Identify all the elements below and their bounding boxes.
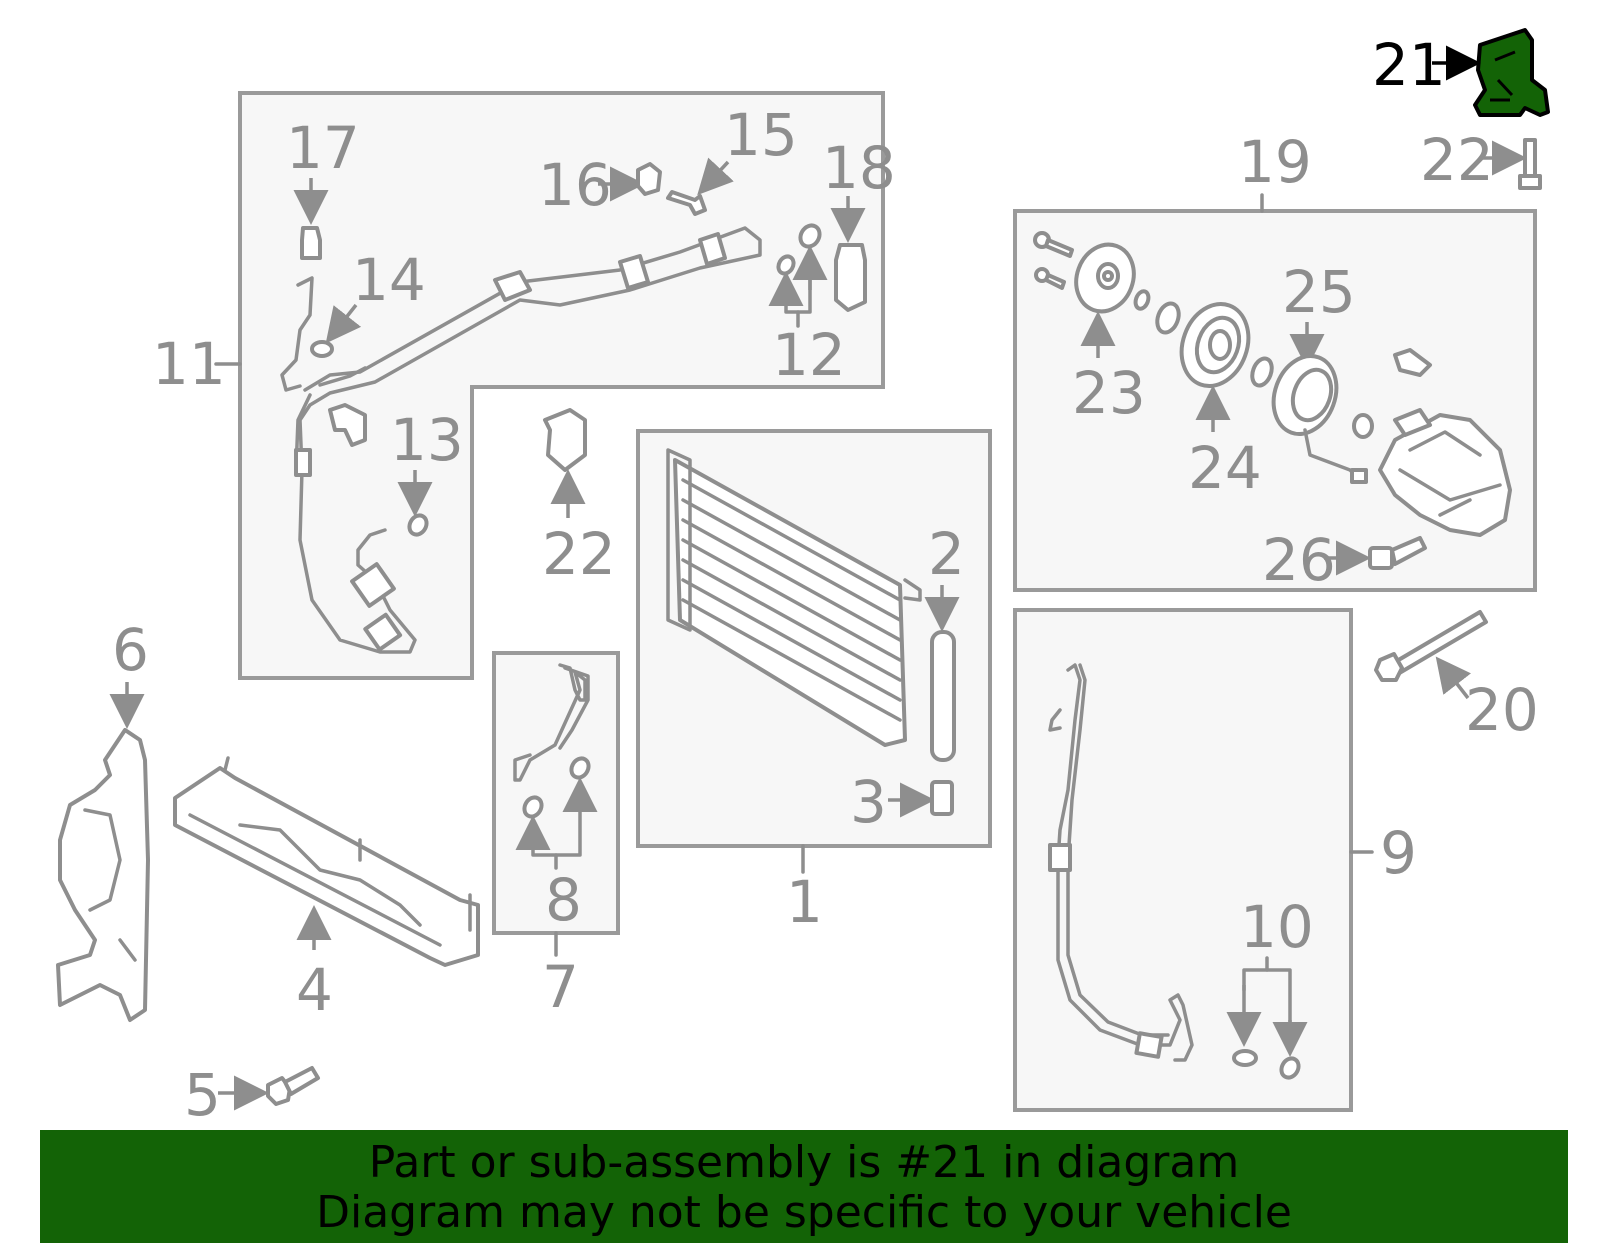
callout-6[interactable]: 6 (112, 616, 149, 684)
callout-17[interactable]: 17 (286, 114, 360, 182)
callout-11[interactable]: 11 (152, 330, 226, 398)
callout-9[interactable]: 9 (1380, 819, 1417, 887)
group-box-11 (238, 91, 885, 680)
snap-ring-part-23b[interactable] (1153, 300, 1182, 335)
clutch-plate-part-23[interactable] (1067, 236, 1143, 319)
ac-hose-part-9[interactable] (1048, 663, 1194, 1062)
o-ring-part-14[interactable] (310, 340, 334, 358)
callout-1[interactable]: 1 (786, 868, 823, 936)
plug-part-3[interactable] (930, 780, 954, 816)
compressor-part-19[interactable] (1378, 408, 1512, 537)
bolt-part-20[interactable] (1374, 610, 1488, 682)
callout-19[interactable]: 19 (1238, 128, 1312, 196)
callout-4[interactable]: 4 (296, 956, 333, 1024)
bolt-part-15[interactable] (666, 190, 707, 216)
callout-22-top[interactable]: 22 (1420, 126, 1494, 194)
ac-hose-part-11[interactable] (280, 226, 762, 654)
callout-13[interactable]: 13 (390, 406, 464, 474)
callout-18[interactable]: 18 (822, 134, 896, 202)
spacer-part-25b[interactable] (1352, 413, 1374, 439)
callout-23[interactable]: 23 (1072, 359, 1146, 427)
callout-8[interactable]: 8 (545, 866, 582, 934)
callout-21[interactable]: 21 (1372, 31, 1446, 99)
air-guide-part-4[interactable] (173, 756, 480, 967)
callout-14[interactable]: 14 (352, 246, 426, 314)
filter-part-18[interactable] (834, 243, 867, 312)
callout-7[interactable]: 7 (542, 953, 579, 1021)
bolt-part-19a[interactable] (1033, 231, 1074, 258)
receiver-drier-part-2[interactable] (930, 630, 956, 762)
sensor-part-26[interactable] (1368, 536, 1427, 570)
pulley-part-24[interactable] (1171, 295, 1260, 396)
o-ring-part-13[interactable] (406, 512, 430, 537)
callout-10[interactable]: 10 (1240, 893, 1314, 961)
callout-22-mid[interactable]: 22 (542, 520, 616, 588)
o-ring-part-10a[interactable] (1232, 1049, 1258, 1067)
o-ring-part-10b[interactable] (1278, 1055, 1302, 1080)
bracket-part-21[interactable] (1473, 28, 1550, 117)
callout-2[interactable]: 2 (928, 520, 965, 588)
callout-5[interactable]: 5 (184, 1061, 221, 1129)
o-ring-part-8a[interactable] (568, 755, 592, 780)
air-guide-part-6[interactable] (56, 728, 150, 1022)
callout-20[interactable]: 20 (1465, 676, 1539, 744)
pipe-part-7[interactable] (513, 663, 590, 782)
bolt-part-19b[interactable] (1034, 267, 1066, 290)
callout-15[interactable]: 15 (724, 101, 798, 169)
bracket-small-part-19[interactable] (1393, 348, 1432, 377)
callout-3[interactable]: 3 (850, 768, 887, 836)
cap-part-16[interactable] (636, 162, 662, 196)
valve-part-17[interactable] (300, 226, 322, 260)
callout-26[interactable]: 26 (1262, 526, 1336, 594)
banner-line-1: Part or sub-assembly is #21 in diagram (368, 1137, 1240, 1188)
info-banner: Part or sub-assembly is #21 in diagram D… (40, 1130, 1568, 1243)
callout-25[interactable]: 25 (1282, 258, 1356, 326)
snap-ring-part-24b[interactable] (1249, 356, 1275, 388)
bolt-part-5[interactable] (266, 1066, 320, 1106)
shim-part-23a[interactable] (1133, 289, 1151, 311)
condenser-part-1[interactable] (666, 448, 922, 747)
field-coil-part-25[interactable] (1263, 347, 1368, 484)
bolt-part-22-top[interactable] (1518, 138, 1542, 190)
callout-24[interactable]: 24 (1188, 434, 1262, 502)
callout-12[interactable]: 12 (772, 321, 846, 389)
clip-part-22-mid[interactable] (543, 408, 587, 472)
banner-line-2: Diagram may not be specific to your vehi… (316, 1187, 1292, 1238)
